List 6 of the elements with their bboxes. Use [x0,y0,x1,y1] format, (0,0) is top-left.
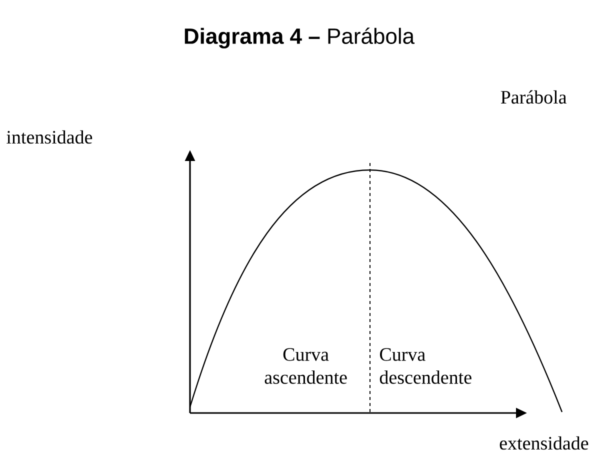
axis-label: intensidade [6,130,92,144]
axis-label: Curva descendente [380,348,472,384]
axis-label: extensidade [500,436,588,450]
axis-label: Curva ascendente [264,348,347,384]
title: Diagrama 4 – Parábola [184,28,415,48]
axis-label: Parábola [500,90,567,104]
